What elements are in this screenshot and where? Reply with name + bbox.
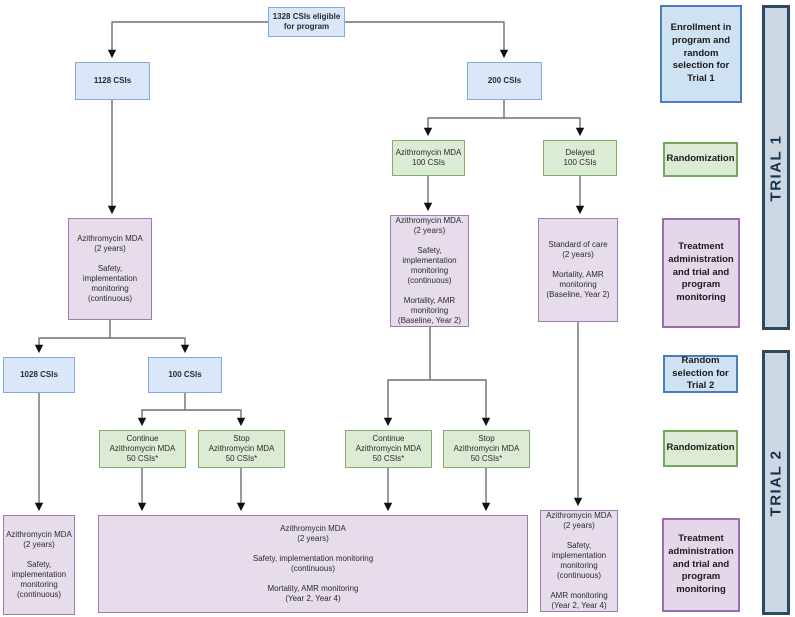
node-continue-mda-a: Continue Azithromycin MDA 50 CSIs*	[99, 430, 186, 468]
node-stop-mda-a: Stop Azithromycin MDA 50 CSIs*	[198, 430, 285, 468]
legend-treatment-trial1: Treatment administration and trial and p…	[662, 218, 740, 328]
node-trial2-right-treatment: Azithromycin MDA (2 years) Safety, imple…	[540, 510, 618, 612]
node-trial2-mid-treatment: Azithromycin MDA (2 years) Safety, imple…	[98, 515, 528, 613]
legend-randomization-trial1: Randomization	[663, 142, 738, 177]
trial2-bar-label: TRIAL 2	[767, 449, 785, 516]
node-trial1-right-treatment: Standard of care (2 years) Mortality, AM…	[538, 218, 618, 322]
node-stop-mda-b: Stop Azithromycin MDA 50 CSIs*	[443, 430, 530, 468]
node-continue-mda-b: Continue Azithromycin MDA 50 CSIs*	[345, 430, 432, 468]
node-1128-csis: 1128 CSIs	[75, 62, 150, 100]
trial1-bar-label: TRIAL 1	[767, 134, 785, 201]
legend-enrollment-trial1: Enrollment in program and random selecti…	[660, 5, 742, 103]
node-eligible-csis: 1328 CSIs eligible for program	[268, 7, 345, 37]
legend-randomization-trial2: Randomization	[663, 430, 738, 467]
node-1028-csis: 1028 CSIs	[3, 357, 75, 393]
node-azithromycin-mda-100: Azithromycin MDA 100 CSIs	[392, 140, 465, 176]
legend-treatment-trial2: Treatment administration and trial and p…	[662, 518, 740, 612]
node-trial2-left-treatment: Azithromycin MDA (2 years) Safety, imple…	[3, 515, 75, 615]
trial2-bar: TRIAL 2	[762, 350, 790, 615]
trial1-bar: TRIAL 1	[762, 5, 790, 330]
node-100-csis: 100 CSIs	[148, 357, 222, 393]
node-delayed-100: Delayed 100 CSIs	[543, 140, 617, 176]
node-trial1-left-treatment: Azithromycin MDA (2 years) Safety, imple…	[68, 218, 152, 320]
node-200-csis: 200 CSIs	[467, 62, 542, 100]
legend-random-selection-trial2: Random selection for Trial 2	[663, 355, 738, 393]
node-trial1-mid-treatment: Azithromycin MDA. (2 years) Safety, impl…	[390, 215, 469, 327]
